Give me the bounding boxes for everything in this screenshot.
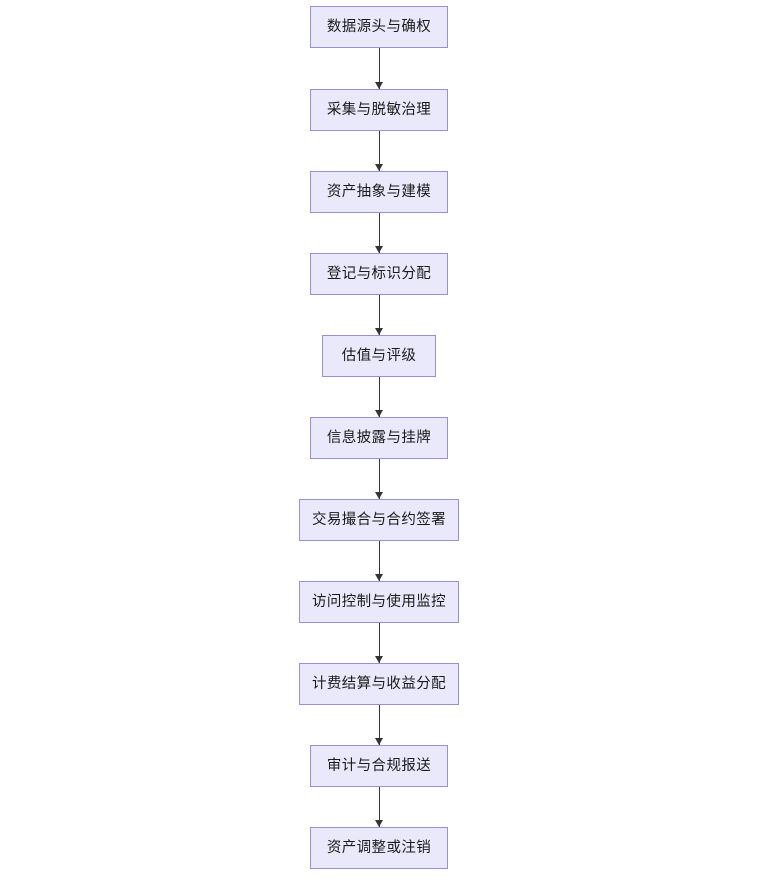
- flow-node-label: 登记与标识分配: [326, 265, 432, 282]
- arrowhead-icon: [375, 492, 383, 499]
- flow-edge-line: [379, 377, 381, 417]
- flow-node-n11[interactable]: 资产调整或注销: [310, 827, 448, 869]
- flow-node-label: 交易撮合与合约签署: [311, 511, 447, 528]
- flow-node-n7[interactable]: 交易撮合与合约签署: [299, 499, 459, 541]
- arrowhead-icon: [375, 410, 383, 417]
- arrowhead-icon: [375, 820, 383, 827]
- arrowhead-icon: [375, 246, 383, 253]
- flow-edge-line: [379, 213, 381, 253]
- flow-node-n5[interactable]: 估值与评级: [322, 335, 436, 377]
- flow-node-n4[interactable]: 登记与标识分配: [310, 253, 448, 295]
- flow-edge-line: [379, 295, 381, 335]
- flow-edge-line: [379, 623, 381, 663]
- flow-node-label: 信息披露与挂牌: [326, 429, 432, 446]
- arrowhead-icon: [375, 574, 383, 581]
- flow-node-n8[interactable]: 访问控制与使用监控: [299, 581, 459, 623]
- flow-node-label: 资产调整或注销: [326, 839, 432, 856]
- arrowhead-icon: [375, 82, 383, 89]
- flow-node-label: 数据源头与确权: [326, 18, 432, 35]
- flow-node-label: 采集与脱敏治理: [326, 101, 432, 118]
- flow-node-label: 估值与评级: [341, 347, 417, 364]
- arrowhead-icon: [375, 164, 383, 171]
- flow-edge-line: [379, 131, 381, 171]
- flow-node-n9[interactable]: 计费结算与收益分配: [299, 663, 459, 705]
- arrowhead-icon: [375, 738, 383, 745]
- arrowhead-icon: [375, 328, 383, 335]
- flow-node-label: 访问控制与使用监控: [311, 593, 447, 610]
- flow-node-n2[interactable]: 采集与脱敏治理: [310, 89, 448, 131]
- flow-node-label: 审计与合规报送: [326, 757, 432, 774]
- flow-node-n6[interactable]: 信息披露与挂牌: [310, 417, 448, 459]
- flow-edge-line: [379, 705, 381, 745]
- flow-node-label: 计费结算与收益分配: [311, 675, 447, 692]
- flow-edge-line: [379, 48, 381, 89]
- flow-node-label: 资产抽象与建模: [326, 183, 432, 200]
- flow-edge-line: [379, 787, 381, 827]
- arrowhead-icon: [375, 656, 383, 663]
- flow-edge-line: [379, 541, 381, 581]
- flow-edge-line: [379, 459, 381, 499]
- flow-node-n1[interactable]: 数据源头与确权: [310, 6, 448, 48]
- flow-node-n10[interactable]: 审计与合规报送: [310, 745, 448, 787]
- flow-node-n3[interactable]: 资产抽象与建模: [310, 171, 448, 213]
